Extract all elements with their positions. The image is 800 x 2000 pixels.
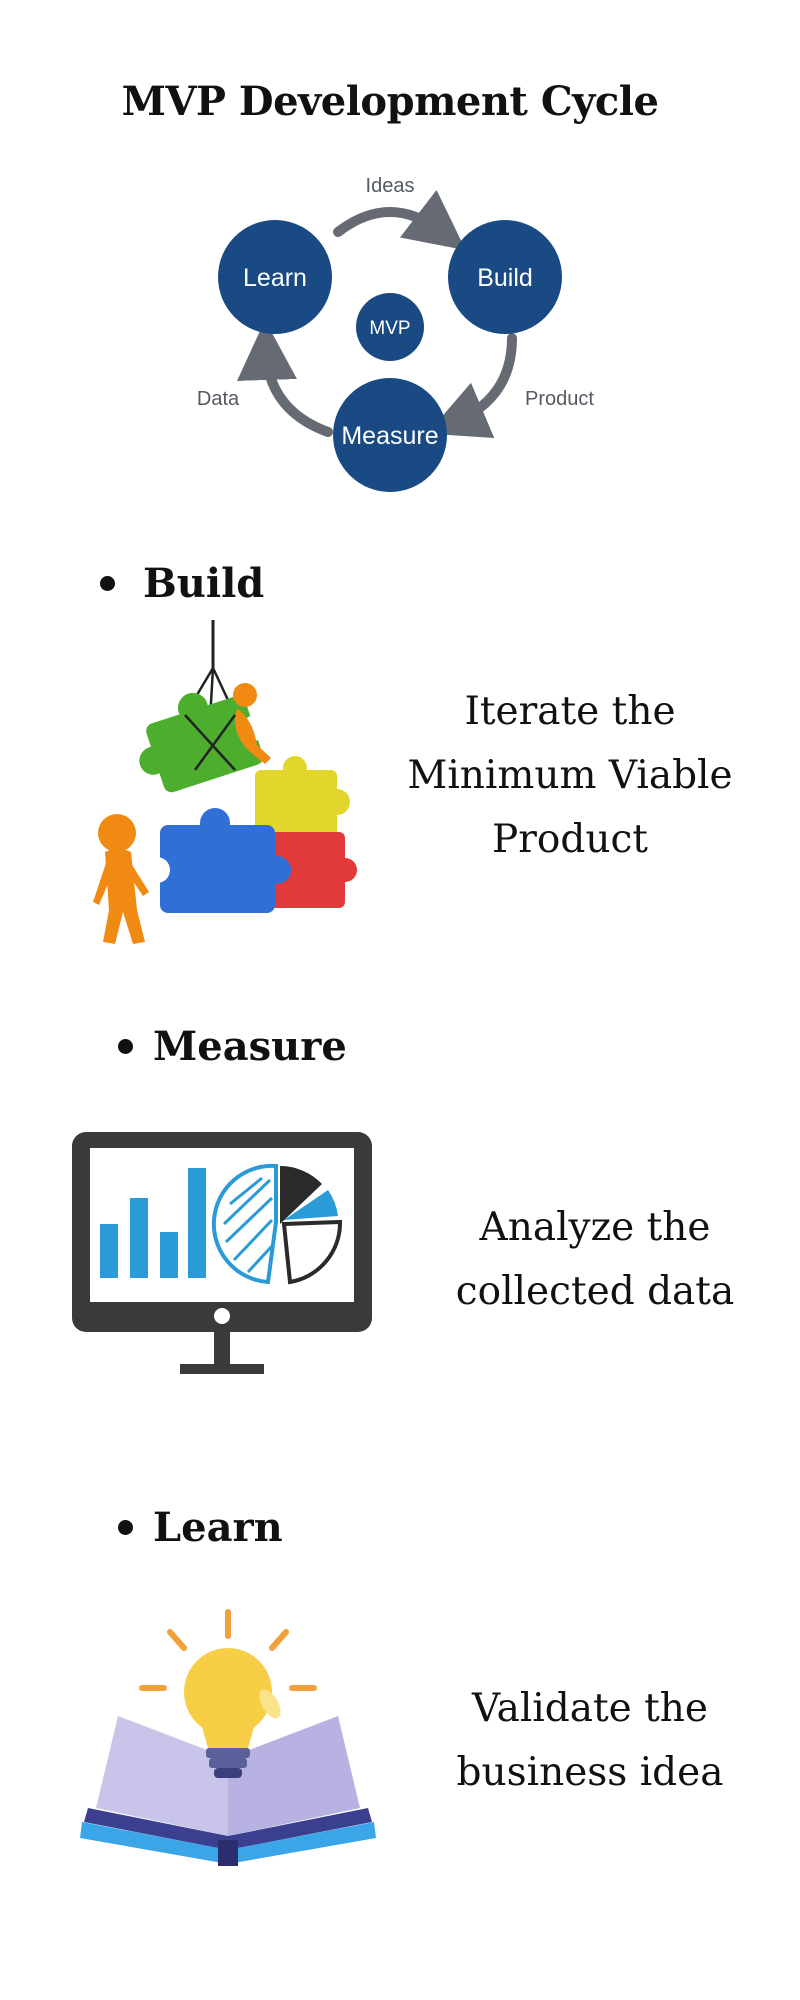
description-line: Iterate the — [464, 689, 676, 734]
description-line: Minimum Viable — [407, 753, 733, 798]
arrow-learn-to-build — [333, 189, 466, 251]
description-line: business idea — [456, 1750, 724, 1795]
bullet-dot — [118, 1520, 133, 1535]
arrow-measure-to-learn — [237, 320, 333, 437]
node-measure-label: Measure — [341, 422, 438, 450]
section-heading-build-label: Build — [143, 560, 265, 607]
edge-label-data: Data — [197, 388, 240, 410]
edge-label-product: Product — [525, 388, 594, 410]
section-description-learn: Validate the business idea — [400, 1677, 780, 1805]
node-build-circle — [448, 220, 562, 334]
section-heading-learn: Learn — [118, 1504, 283, 1551]
node-build-label: Build — [477, 264, 533, 292]
page-title: MVP Development Cycle — [121, 78, 659, 125]
section-heading-build: Build — [100, 560, 264, 607]
section-heading-measure-label: Measure — [153, 1023, 347, 1070]
edge-label-ideas: Ideas — [366, 175, 415, 197]
section-heading-learn-label: Learn — [153, 1504, 283, 1551]
lightbulb-book-icon — [80, 1609, 376, 1866]
mvp-cycle-diagram: Learn Build Measure MVP Ideas Product Da… — [197, 175, 594, 492]
bullet-dot — [118, 1039, 133, 1054]
description-line: Validate the — [471, 1686, 709, 1731]
monitor-chart-icon — [72, 1132, 372, 1374]
section-description-measure: Analyze the collected data — [400, 1196, 790, 1324]
section-description-build: Iterate the Minimum Viable Product — [390, 680, 750, 872]
puzzle-teamwork-illustration — [93, 620, 357, 944]
bullet-dot — [100, 576, 115, 591]
node-mvp-label: MVP — [369, 318, 410, 339]
arrow-build-to-measure — [427, 333, 517, 438]
node-measure-circle — [333, 378, 447, 492]
node-mvp-circle — [356, 293, 424, 361]
section-heading-measure: Measure — [118, 1023, 347, 1070]
description-line: Analyze the — [479, 1205, 711, 1250]
description-line: collected data — [455, 1269, 735, 1314]
node-learn-circle — [218, 220, 332, 334]
description-line: Product — [492, 817, 648, 862]
node-learn-label: Learn — [243, 264, 307, 292]
